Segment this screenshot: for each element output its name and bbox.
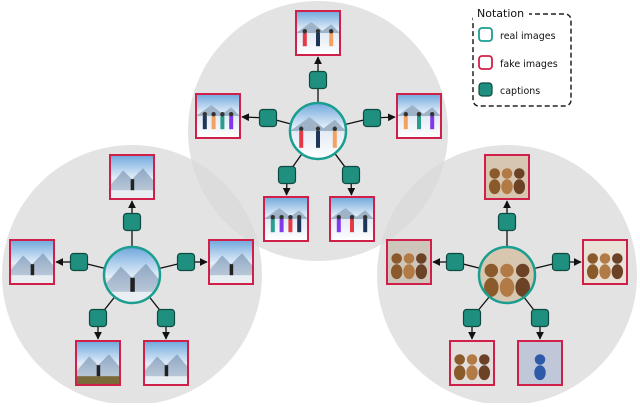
- fake-image-hiker-on-peak: [110, 155, 154, 199]
- fake-image-mountain-valley-view: [209, 240, 253, 284]
- fake-image-brown-bears-group: [485, 155, 529, 199]
- fake-image-skiers-group-colorful: [330, 197, 374, 241]
- real-image-group-of-skiers-photo: [290, 103, 346, 159]
- caption-box: [71, 254, 88, 271]
- legend-caption-label: captions: [500, 86, 540, 97]
- caption-box: [90, 310, 107, 327]
- fake-image-skier-yellow-suit: [196, 94, 240, 138]
- caption-box: [447, 254, 464, 271]
- legend-real-label: real images: [500, 31, 556, 42]
- fake-image-person-on-snowfield: [144, 341, 188, 385]
- edge-caption-to-image: [381, 117, 395, 118]
- caption-box: [279, 167, 296, 184]
- fake-image-mountain-tree-ridge: [76, 341, 120, 385]
- legend: Notation real images fake images caption…: [473, 7, 571, 106]
- caption-box: [499, 214, 516, 231]
- legend-fake-swatch: [479, 56, 492, 69]
- caption-box: [158, 310, 175, 327]
- caption-box: [364, 110, 381, 127]
- caption-box: [553, 254, 570, 271]
- real-image-person-overlooking-mountains-photo: [104, 247, 160, 303]
- fake-image-skiers-portrait-a: [264, 197, 308, 241]
- fake-image-skiers-on-slope: [296, 11, 340, 55]
- fake-image-blue-bear: [518, 341, 562, 385]
- caption-box: [124, 214, 141, 231]
- legend-caption-swatch: [479, 83, 492, 96]
- caption-box: [532, 310, 549, 327]
- legend-title: Notation: [477, 7, 524, 20]
- fake-image-bears-on-bed: [450, 341, 494, 385]
- edge-caption-to-image: [242, 117, 259, 118]
- fake-image-bears-colorful-outfits: [583, 240, 627, 284]
- caption-box: [343, 167, 360, 184]
- caption-box: [260, 110, 277, 127]
- caption-box: [178, 254, 195, 271]
- fake-image-skiers-in-line: [397, 94, 441, 138]
- legend-real-swatch: [479, 28, 492, 41]
- fake-image-bears-on-shelf: [387, 240, 431, 284]
- fake-image-person-with-phone-mountains: [10, 240, 54, 284]
- caption-box: [310, 72, 327, 89]
- caption-box: [464, 310, 481, 327]
- legend-fake-label: fake images: [500, 59, 558, 70]
- real-image-pile-of-teddy-bears-photo: [479, 247, 535, 303]
